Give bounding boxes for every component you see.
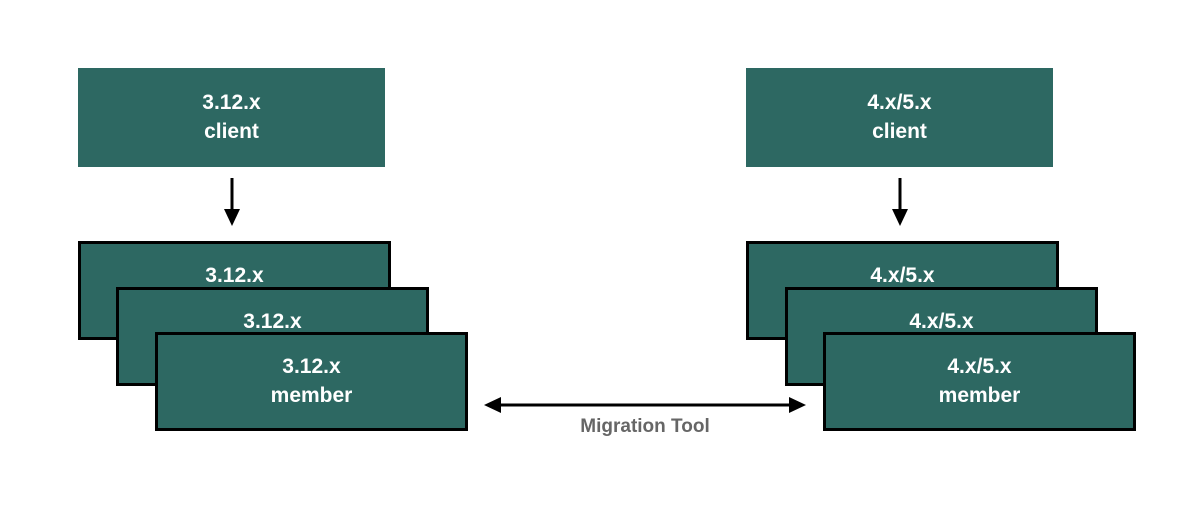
left-client-to-member-arrow (224, 178, 240, 226)
right-member-back-version: 4.x/5.x (870, 263, 935, 287)
migration-tool-bidirectional-arrow (484, 397, 806, 413)
left-client-role: client (204, 119, 259, 143)
right-member-box-front[interactable]: 4.x/5.x member (823, 332, 1136, 431)
right-member-front-version: 4.x/5.x (947, 354, 1012, 378)
left-member-box-front[interactable]: 3.12.x member (155, 332, 468, 431)
right-member-middle-version: 4.x/5.x (909, 309, 974, 333)
right-client-box[interactable]: 4.x/5.x client (746, 68, 1053, 167)
left-client-version: 3.12.x (202, 90, 261, 114)
left-member-front-role: member (270, 383, 353, 407)
left-client-box[interactable]: 3.12.x client (78, 68, 385, 167)
migration-tool-label: Migration Tool (580, 416, 710, 437)
right-client-version: 4.x/5.x (867, 90, 932, 114)
left-member-back-version: 3.12.x (205, 263, 264, 287)
right-client-role: client (872, 119, 927, 143)
right-member-front-role: member (938, 383, 1021, 407)
left-member-middle-version: 3.12.x (243, 309, 302, 333)
left-member-front-version: 3.12.x (282, 354, 341, 378)
right-client-to-member-arrow (892, 178, 908, 226)
